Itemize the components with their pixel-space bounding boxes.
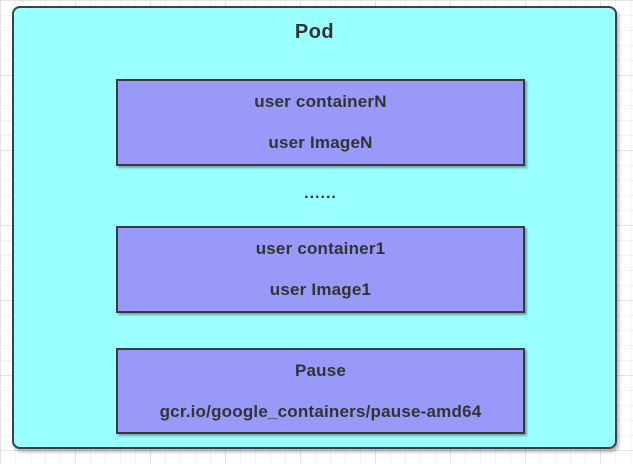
- pod-box[interactable]: Pod user containerN user ImageN ...... u…: [12, 6, 617, 449]
- pause-image: gcr.io/google_containers/pause-amd64: [159, 401, 482, 421]
- container-box-n[interactable]: user containerN user ImageN: [116, 79, 525, 166]
- container-1-image: user Image1: [269, 280, 372, 300]
- pod-title: Pod: [294, 21, 335, 43]
- container-box-pause[interactable]: Pause gcr.io/google_containers/pause-amd…: [116, 348, 525, 434]
- container-1-name: user container1: [255, 238, 386, 258]
- container-box-1[interactable]: user container1 user Image1: [116, 226, 525, 313]
- pause-name: Pause: [294, 360, 347, 380]
- container-n-image: user ImageN: [268, 133, 373, 153]
- ellipsis-text[interactable]: ......: [304, 185, 337, 202]
- container-n-name: user containerN: [254, 91, 387, 111]
